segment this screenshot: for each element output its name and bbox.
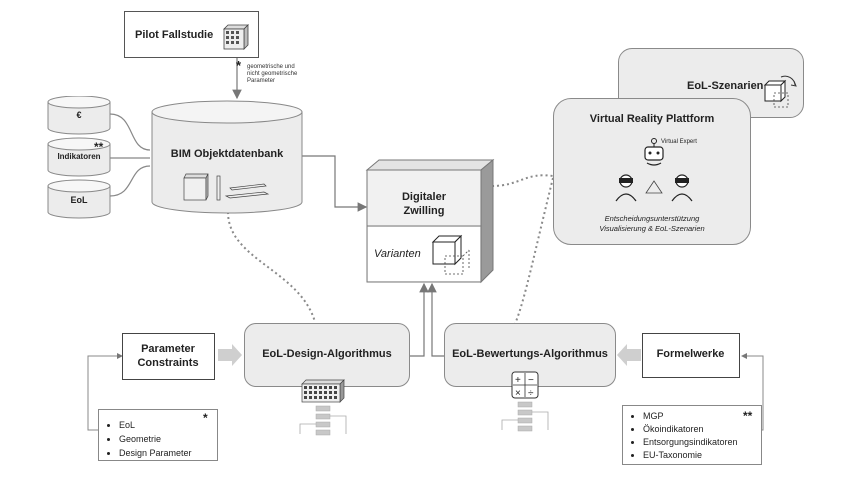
indikatoren-mark: ** bbox=[94, 140, 104, 154]
cylinder-eol: EoL bbox=[70, 195, 88, 205]
parameter-constraints-box: Parameter Constraints bbox=[122, 333, 215, 380]
pilot-note: geometrische und nicht geometrische Para… bbox=[247, 64, 298, 84]
left-list-box: * EoL Geometrie Design Parameter bbox=[98, 409, 218, 461]
calculator-icon: + − × ÷ bbox=[501, 371, 549, 432]
arrow-params-to-design bbox=[218, 344, 242, 366]
vr-title: Virtual Reality Plattform bbox=[589, 113, 715, 125]
eol-szenarien-title: EoL-Szenarien bbox=[687, 80, 764, 92]
digital-twin-box bbox=[365, 158, 495, 284]
parameter-constraints-label: Parameter Constraints bbox=[137, 343, 199, 369]
twin-title: Digitaler Zwilling bbox=[401, 191, 446, 217]
eol-design-title: EoL-Design-Algorithmus bbox=[262, 348, 392, 360]
svg-text:+: + bbox=[515, 375, 521, 386]
pilot-title: Pilot Fallstudie bbox=[135, 29, 214, 41]
bim-cylinder bbox=[151, 100, 303, 214]
arrow-formel-to-bewertung bbox=[617, 344, 641, 366]
list-item: MGP bbox=[643, 410, 738, 423]
vr-plattform-card: Virtual Reality Plattform Virtual Expert… bbox=[553, 98, 751, 245]
eol-bewertung-title: EoL-Bewertungs-Algorithmus bbox=[452, 348, 608, 360]
vr-expert-icon bbox=[615, 138, 693, 202]
pilot-asterisk: * bbox=[236, 58, 242, 73]
eol-design-card: EoL-Design-Algorithmus bbox=[244, 323, 410, 387]
left-list-mark: * bbox=[203, 411, 208, 425]
left-list: EoL Geometrie Design Parameter bbox=[105, 418, 192, 460]
right-list: MGP Ökoindikatoren Entsorgungsindikatore… bbox=[629, 410, 738, 462]
right-list-box: ** MGP Ökoindikatoren Entsorgungsindikat… bbox=[622, 405, 762, 465]
pilot-fallstudie-box: Pilot Fallstudie bbox=[124, 11, 259, 58]
design-algorithm-icon bbox=[299, 379, 347, 436]
vr-description: Entscheidungsunterstützung Visualisierun… bbox=[599, 214, 705, 233]
varianten-label: Varianten bbox=[374, 248, 421, 260]
vr-expert-label: Virtual Expert bbox=[661, 139, 697, 145]
building-icon bbox=[223, 24, 249, 50]
svg-text:×: × bbox=[515, 388, 521, 399]
cylinder-euro: € bbox=[76, 110, 82, 120]
list-item: EoL bbox=[119, 418, 192, 432]
formelwerke-box: Formelwerke bbox=[642, 333, 740, 378]
svg-text:÷: ÷ bbox=[528, 388, 534, 399]
right-list-mark: ** bbox=[743, 409, 753, 423]
list-item: Design Parameter bbox=[119, 446, 192, 460]
formelwerke-title: Formelwerke bbox=[656, 348, 725, 360]
list-item: Ökoindikatoren bbox=[643, 423, 738, 436]
svg-text:−: − bbox=[528, 375, 534, 386]
scenario-cubes-icon bbox=[763, 75, 797, 108]
cylinder-indikatoren: Indikatoren bbox=[57, 152, 101, 161]
bim-title: BIM Objektdatenbank bbox=[170, 148, 284, 160]
list-item: Geometrie bbox=[119, 432, 192, 446]
list-item: EU-Taxonomie bbox=[643, 449, 738, 462]
input-cylinders bbox=[47, 96, 111, 219]
list-item: Entsorgungsindikatoren bbox=[643, 436, 738, 449]
